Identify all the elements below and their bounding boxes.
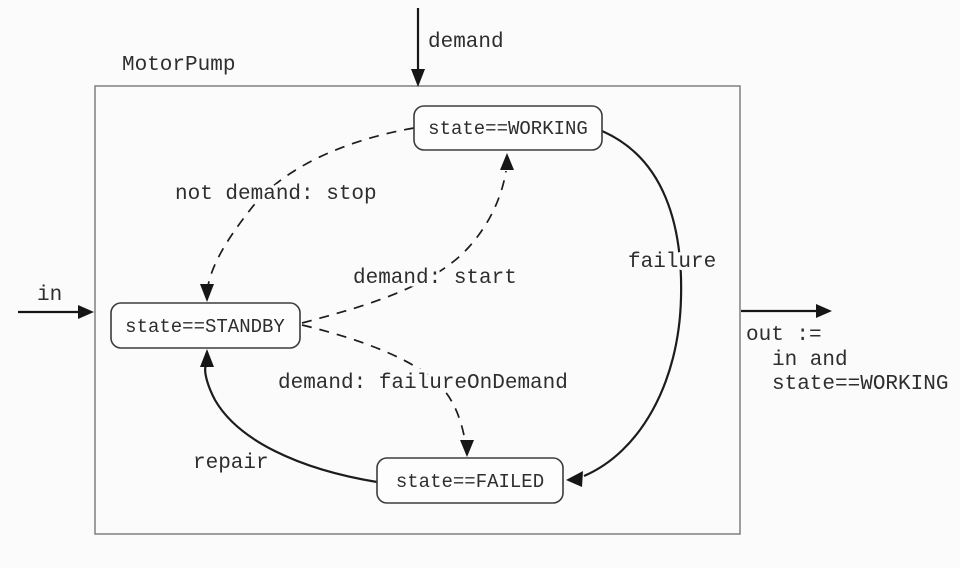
failure-arrowhead-icon xyxy=(566,471,583,487)
transition-label-repair: repair xyxy=(193,452,269,475)
demand-start-arrowhead-icon xyxy=(500,153,514,170)
state-working-box xyxy=(413,105,603,151)
state-standby-box xyxy=(110,302,301,349)
transition-label-demand-start: demand: start xyxy=(353,267,517,290)
diagram-title: MotorPump xyxy=(122,54,235,77)
transition-demand-start-path xyxy=(301,170,507,324)
in-arrowhead-icon xyxy=(78,305,94,319)
transition-not-demand-stop-path xyxy=(207,127,415,287)
transition-label-failure: failure xyxy=(628,251,716,274)
transition-label-failure-on-demand: demand: failureOnDemand xyxy=(278,372,568,395)
out-expression-line1: out := xyxy=(746,324,822,347)
transition-label-not-demand-stop: not demand: stop xyxy=(175,183,377,206)
motorpump-container-box xyxy=(94,85,741,535)
out-expression-line3: state==WORKING xyxy=(772,373,948,396)
state-failed-box xyxy=(376,457,564,504)
state-working-label: state==WORKING xyxy=(428,118,588,140)
not-demand-stop-arrowhead-icon xyxy=(200,284,214,302)
transition-failure-path xyxy=(583,129,683,478)
transition-repair-path xyxy=(204,365,378,484)
transition-failure-on-demand-path xyxy=(301,324,466,441)
demand-arrowhead-icon xyxy=(411,69,425,87)
state-standby-label: state==STANDBY xyxy=(125,316,285,338)
out-arrowhead-icon xyxy=(816,304,832,318)
out-expression-line2: in and xyxy=(772,349,848,372)
in-input-label: in xyxy=(37,284,62,307)
demand-input-label: demand xyxy=(428,31,504,54)
repair-arrowhead-icon xyxy=(200,349,214,367)
failure-on-demand-arrowhead-icon xyxy=(460,440,474,457)
state-failed-label: state==FAILED xyxy=(396,471,544,493)
